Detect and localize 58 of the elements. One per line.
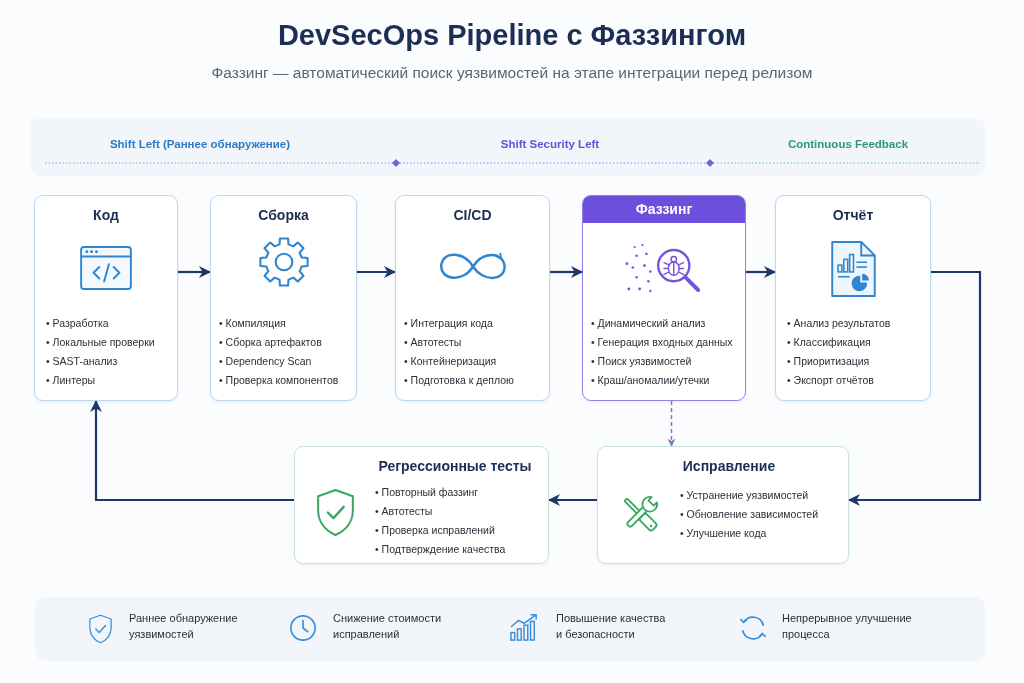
- stage-title: Отчёт: [832, 206, 874, 224]
- bullet-item: • Подготовка к деплою: [404, 373, 514, 388]
- arrow: [848, 270, 982, 506]
- stage-card: [582, 195, 746, 401]
- bullet-item: • Контейнеризация: [404, 354, 497, 369]
- bullet-item: • Автотесты: [375, 504, 433, 519]
- bullet-item: • SAST-анализ: [46, 354, 118, 369]
- phase-label: Shift Security Left: [500, 137, 600, 151]
- bullet-item: • Разработка: [46, 316, 109, 331]
- benefit-text: Снижение стоимости исправлений: [333, 611, 443, 642]
- bullet-item: • Обновление зависимостей: [680, 507, 819, 522]
- stage-card: [597, 446, 849, 564]
- bullet-item: • Поиск уязвимостей: [591, 354, 692, 369]
- arrow: [746, 266, 776, 278]
- benefit-text: Непрерывное улучшение процесса: [782, 611, 913, 642]
- stage-card: [395, 195, 550, 401]
- bullet-item: • Приоритизация: [787, 354, 870, 369]
- arrow: [178, 266, 211, 278]
- dashed-arrow: [667, 400, 676, 447]
- stage-card: [210, 195, 357, 401]
- stage-header: Фаззинг: [583, 196, 745, 223]
- bullet-item: • Подтверждение качества: [375, 542, 506, 557]
- phase-label: Continuous Feedback: [787, 137, 909, 151]
- bullet-item: • Динамический анализ: [591, 316, 706, 331]
- bullet-item: • Краш/аномалии/утечки: [591, 373, 710, 388]
- bullet-item: • Проверка компонентов: [219, 373, 339, 388]
- bullet-item: • Улучшение кода: [680, 526, 767, 541]
- bullet-item: • Генерация входных данных: [591, 335, 733, 350]
- arrow: [550, 266, 583, 278]
- stage-card: [34, 195, 178, 401]
- bullet-item: • Экспорт отчётов: [787, 373, 874, 388]
- bullet-item: • Анализ результатов: [787, 316, 891, 331]
- bullet-item: • Линтеры: [46, 373, 96, 388]
- stage-title: CI/CD: [453, 206, 492, 224]
- bullet-item: • Сборка артефактов: [219, 335, 322, 350]
- benefit-text: Раннее обнаружение уязвимостей: [129, 611, 239, 642]
- stage-title: Исправление: [681, 457, 777, 475]
- subtitle: Фаззинг — автоматический поиск уязвимостей на этапе интеграции перед релизом: [211, 63, 813, 83]
- bullet-item: • Компиляция: [219, 316, 286, 331]
- stage-title: Код: [93, 206, 119, 224]
- arrow: [357, 266, 396, 278]
- bullet-item: • Повторный фаззинг: [375, 485, 479, 500]
- diagram-title: DevSecOps Pipeline с Фаззингом: [277, 18, 747, 53]
- bullet-item: • Локальные проверки: [46, 335, 155, 350]
- bullet-item: • Устранение уязвимостей: [680, 488, 809, 503]
- bullet-item: • Автотесты: [404, 335, 462, 350]
- phase-label: Shift Left (Раннее обнаружение): [109, 137, 291, 151]
- stage-title: Регрессионные тесты: [377, 457, 533, 475]
- bullet-item: • Интеграция кода: [404, 316, 493, 331]
- benefit-text: Повышение качества и безопасности: [556, 611, 667, 642]
- arrow: [548, 494, 597, 506]
- stage-card: [775, 195, 931, 401]
- arrow: [90, 400, 294, 502]
- stage-card: [294, 446, 549, 564]
- stage-title: Сборка: [258, 206, 309, 224]
- bullet-item: • Классификация: [787, 335, 871, 350]
- bullet-item: • Dependency Scan: [219, 354, 312, 369]
- bullet-item: • Проверка исправлений: [375, 523, 495, 538]
